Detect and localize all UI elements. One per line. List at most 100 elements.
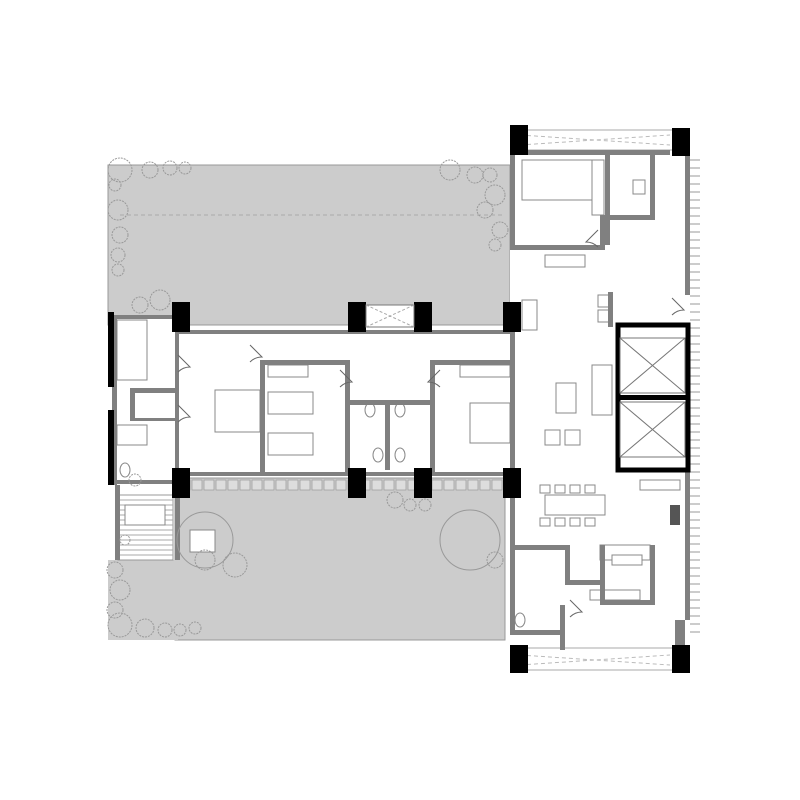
wall xyxy=(115,485,120,560)
structural-columns xyxy=(108,125,690,673)
dining-chair xyxy=(539,484,551,494)
wall xyxy=(260,360,350,365)
paving-stone xyxy=(203,479,215,491)
twin-bed xyxy=(267,391,314,415)
wall xyxy=(565,545,570,585)
wall xyxy=(510,630,560,635)
wall xyxy=(605,600,655,605)
lounge-chair xyxy=(521,299,538,331)
toilet xyxy=(632,179,646,195)
tree xyxy=(106,561,124,579)
wall xyxy=(510,150,515,250)
tree xyxy=(110,247,126,263)
wardrobe xyxy=(459,364,511,378)
structural-column xyxy=(510,125,528,155)
wall xyxy=(510,545,565,550)
tree xyxy=(403,498,417,512)
paving-stone xyxy=(263,479,275,491)
toilet xyxy=(514,612,526,628)
wall xyxy=(510,330,515,475)
wall xyxy=(570,580,600,585)
paving-stone xyxy=(371,479,383,491)
toilet xyxy=(364,402,376,418)
wall xyxy=(685,470,690,620)
twin-bed xyxy=(267,432,314,456)
wall xyxy=(510,475,515,635)
wall xyxy=(560,605,565,650)
structural-column xyxy=(348,302,366,332)
wall xyxy=(650,545,655,605)
paving-stone xyxy=(323,479,335,491)
wall xyxy=(130,393,135,418)
wall xyxy=(685,150,690,295)
wall xyxy=(510,245,605,250)
structural-column xyxy=(348,468,366,498)
lower-courtyard xyxy=(174,477,506,641)
tree xyxy=(108,178,122,192)
tree xyxy=(439,159,461,181)
elevator-shaft xyxy=(619,337,686,394)
door-swing xyxy=(177,404,192,423)
wall xyxy=(605,150,610,220)
door-swing xyxy=(671,297,686,316)
structural-column xyxy=(414,302,432,332)
paving-stone xyxy=(479,479,491,491)
tree xyxy=(162,160,178,176)
tree xyxy=(482,167,498,183)
elevator-shaft-cross xyxy=(619,337,686,394)
paving-stone xyxy=(383,479,395,491)
wall xyxy=(650,150,655,220)
bed xyxy=(214,389,261,433)
dining-chair xyxy=(584,484,596,494)
skylight-cross xyxy=(365,304,415,328)
paving-stone xyxy=(215,479,227,491)
dining-chair xyxy=(554,484,566,494)
tree xyxy=(149,289,171,311)
tree xyxy=(178,161,192,175)
counter xyxy=(639,479,681,491)
tree xyxy=(111,263,125,277)
vanity xyxy=(116,424,148,446)
paving-stone xyxy=(287,479,299,491)
tree xyxy=(222,552,248,578)
paving-stone xyxy=(431,479,443,491)
dining-chair xyxy=(539,517,551,527)
wall xyxy=(130,418,175,421)
wall xyxy=(175,472,510,476)
tree xyxy=(176,511,234,569)
tree xyxy=(111,226,129,244)
paving-stone xyxy=(455,479,467,491)
wall xyxy=(608,292,613,327)
paving-stone xyxy=(491,479,503,491)
walls xyxy=(112,150,691,650)
structural-column xyxy=(172,302,190,332)
dining-chair xyxy=(584,517,596,527)
kitchen-counter xyxy=(589,589,641,601)
wall xyxy=(130,388,175,393)
coffee-table xyxy=(555,382,577,414)
door-swing xyxy=(426,369,441,388)
dining-chair xyxy=(569,484,581,494)
elevator-shaft-cross xyxy=(619,401,686,458)
tree xyxy=(486,551,504,569)
structural-column xyxy=(672,645,690,673)
wall xyxy=(112,315,177,319)
counter xyxy=(116,319,148,381)
tree xyxy=(491,221,509,239)
wall xyxy=(175,330,179,480)
wall xyxy=(260,360,265,475)
structural-column xyxy=(172,468,190,498)
door-swing xyxy=(249,344,264,363)
paving-stone xyxy=(467,479,479,491)
wall xyxy=(112,480,177,484)
paving-stone xyxy=(191,479,203,491)
tree xyxy=(106,601,124,619)
wall xyxy=(600,215,610,245)
upper-courtyard xyxy=(107,164,511,326)
tree xyxy=(141,161,159,179)
tree xyxy=(488,238,502,252)
tree xyxy=(386,491,404,509)
paving-stone xyxy=(443,479,455,491)
toilet xyxy=(119,462,131,478)
